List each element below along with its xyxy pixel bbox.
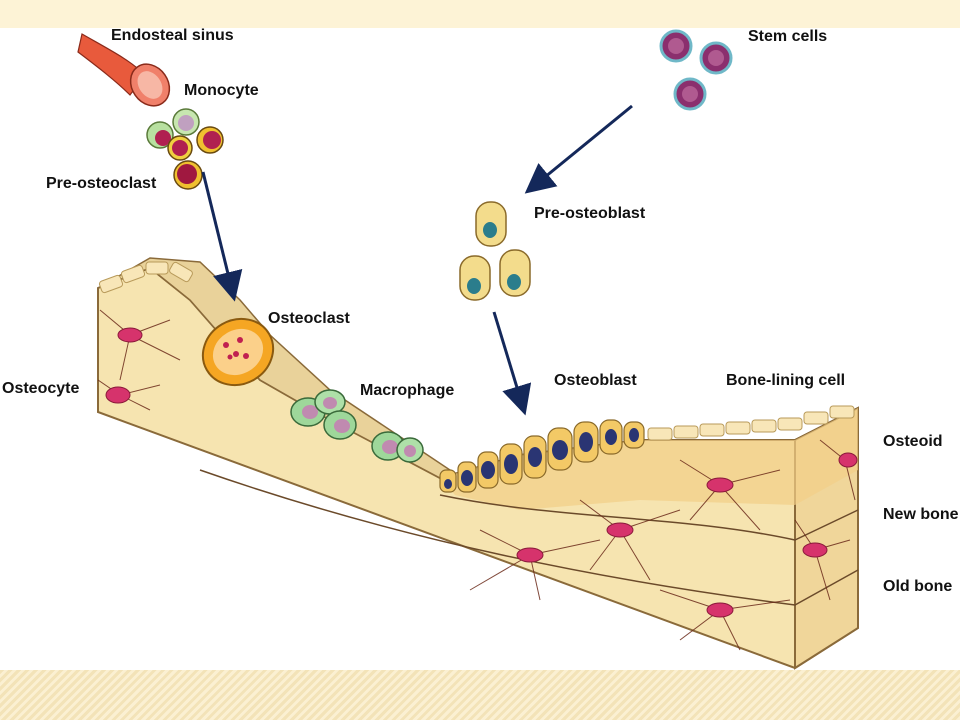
label-endosteal-sinus: Endosteal sinus — [111, 27, 234, 44]
label-pre-osteoblast: Pre-osteoblast — [534, 205, 646, 222]
pre-osteoblasts — [459, 201, 531, 301]
label-macrophage: Macrophage — [360, 382, 455, 399]
monocytes — [146, 108, 224, 190]
osteocyte-cell — [706, 602, 734, 618]
label-new-bone: New bone — [883, 506, 959, 523]
label-osteoclast: Osteoclast — [268, 310, 350, 327]
label-monocyte: Monocyte — [184, 82, 259, 99]
label-old-bone: Old bone — [883, 578, 953, 595]
label-pre-osteoclast: Pre-osteoclast — [46, 175, 157, 192]
new-bone-boundary — [439, 494, 859, 541]
osteocyte-cell — [802, 542, 828, 558]
label-osteoid: Osteoid — [883, 433, 943, 450]
arrows — [201, 104, 633, 416]
label-bone-lining-cell: Bone-lining cell — [726, 372, 846, 389]
arrow-pre-osteoblast-to-osteoblast — [492, 311, 532, 416]
bone-top-surface — [97, 257, 452, 479]
label-osteoblast: Osteoblast — [554, 372, 637, 389]
label-osteocyte: Osteocyte — [2, 380, 80, 397]
label-stem-cells: Stem cells — [748, 28, 828, 45]
osteoid-layer — [440, 408, 858, 510]
endosteal-sinus — [77, 33, 171, 107]
top-decorative-band — [0, 0, 960, 28]
osteocyte-cell — [117, 327, 143, 343]
bottom-decorative-band — [0, 670, 960, 720]
stem-cells — [659, 29, 733, 111]
bone-lining-cells — [647, 405, 855, 441]
osteoblast-row — [439, 419, 645, 493]
osteoclast — [201, 317, 275, 387]
macrophages — [290, 389, 424, 463]
arrow-pre-osteoclast-to-osteoclast — [201, 171, 243, 302]
old-bone-boundary — [199, 469, 859, 606]
osteocyte-cell — [838, 452, 858, 468]
arrow-stem-to-pre-osteoblast — [524, 104, 633, 194]
osteocyte-cell — [105, 386, 131, 404]
left-lining-cells — [98, 261, 193, 294]
osteocyte-cell — [706, 477, 734, 493]
osteocyte-cell — [606, 522, 634, 538]
osteocytes — [105, 327, 858, 618]
osteocyte-cell — [516, 547, 544, 563]
